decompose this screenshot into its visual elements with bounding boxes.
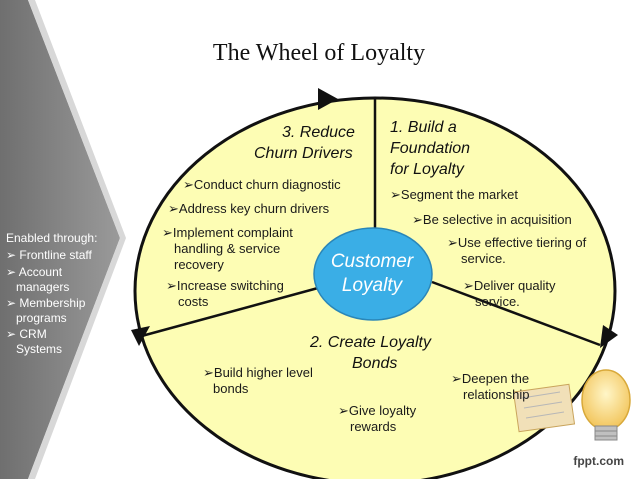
arrow-right — [600, 325, 618, 348]
sidebar-item: ➢ Frontline staff — [6, 248, 92, 262]
create-bonds-item: ➢Build higher level — [203, 365, 313, 380]
center-label: Customer Loyalty — [312, 250, 432, 298]
arrow-left — [131, 326, 150, 346]
create-bonds-item: ➢Give loyalty — [338, 403, 417, 418]
reduce-churn-item: ➢Conduct churn diagnostic — [183, 177, 341, 192]
build-foundation-item: ➢Use effective tiering of — [447, 235, 587, 250]
build-foundation-item: service. — [475, 294, 520, 309]
sidebar-item: ➢ Membership — [6, 296, 86, 310]
create-bonds-heading-2: Bonds — [352, 355, 398, 372]
sidebar-heading: Enabled through: — [6, 231, 98, 245]
reduce-churn-item: recovery — [174, 257, 224, 272]
build-foundation-item: service. — [461, 251, 506, 266]
build-foundation-item: ➢Deliver quality — [463, 278, 556, 293]
reduce-churn-item: ➢Implement complaint — [162, 225, 293, 240]
reduce-churn-item: costs — [178, 294, 209, 309]
arrow-top — [318, 88, 338, 110]
center-label-line1: Customer — [330, 251, 414, 272]
build-foundation-heading-3: for Loyalty — [390, 161, 464, 178]
build-foundation-item: ➢Be selective in acquisition — [412, 212, 572, 227]
brand-watermark: fppt.com — [573, 454, 624, 468]
sidebar-shape — [0, 0, 120, 479]
reduce-churn-heading-2: Churn Drivers — [254, 145, 353, 162]
divider-left — [137, 286, 319, 339]
create-bonds-item: rewards — [350, 419, 397, 434]
reduce-churn-item: ➢Increase switching — [166, 278, 284, 293]
create-bonds-heading-1: 2. Create Loyalty — [310, 334, 431, 351]
page-title: The Wheel of Loyalty — [212, 40, 426, 66]
build-foundation-heading-2: Foundation — [390, 140, 471, 157]
create-bonds-item: relationship — [463, 387, 530, 402]
create-bonds-item: bonds — [213, 381, 249, 396]
reduce-churn-item: handling & service — [174, 241, 281, 256]
build-foundation-item: ➢Segment the market — [390, 187, 518, 202]
create-bonds-item: ➢Deepen the — [451, 371, 530, 386]
center-circle — [313, 227, 433, 321]
center-label-line2: Loyalty — [341, 275, 403, 296]
sidebar-item: programs — [16, 311, 67, 325]
sidebar-item: Systems — [16, 342, 63, 356]
sidebar-item: ➢ CRM — [6, 327, 47, 341]
reduce-churn-item: ➢Address key churn drivers — [168, 201, 330, 216]
build-foundation-heading-1: 1. Build a — [390, 119, 457, 136]
sidebar-item: ➢ Account — [6, 265, 63, 279]
sidebar-item: managers — [16, 280, 70, 294]
reduce-churn-heading-1: 3. Reduce — [282, 124, 355, 141]
divider-right — [431, 280, 601, 347]
lightbulb-icon — [512, 369, 631, 441]
